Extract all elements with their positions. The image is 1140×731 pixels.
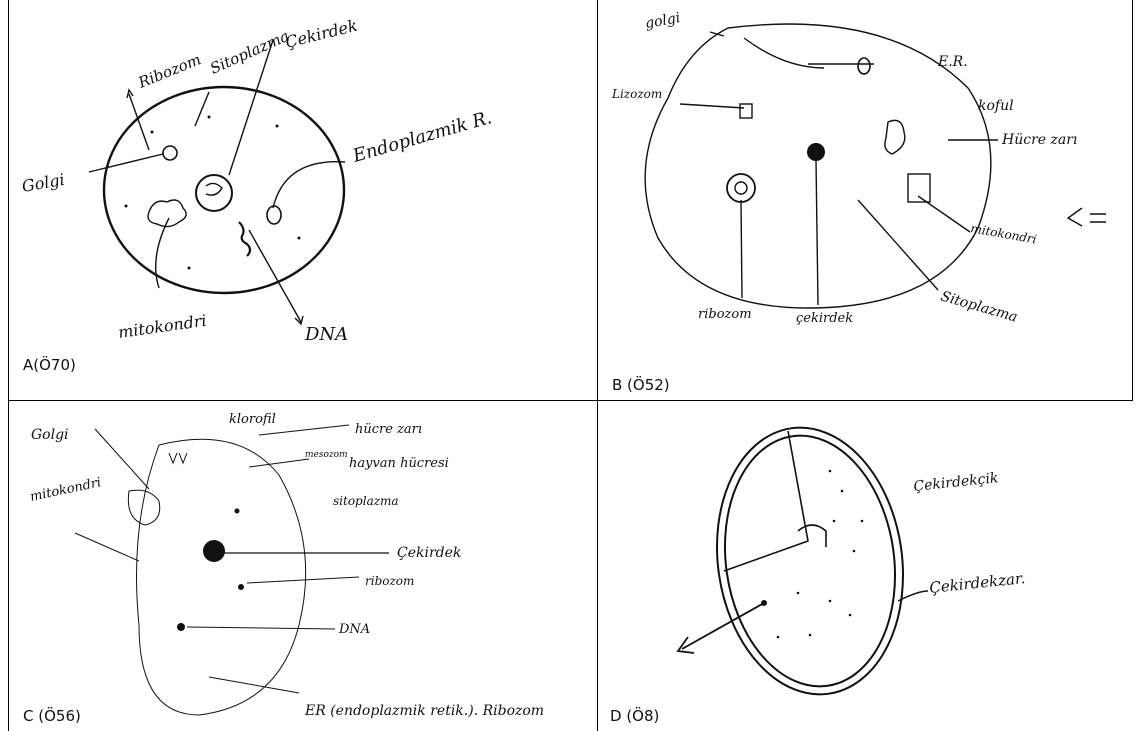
label-mitokondri: mitokondri: [969, 221, 1037, 246]
panel-d: Çekirdekçik Çekirdekzar. D (Ö8): [598, 401, 1132, 731]
dna-shape: [238, 221, 252, 257]
label-dna: DNA: [304, 324, 348, 345]
mitochondria-shape: [147, 199, 187, 228]
label-mesozom: mesozom: [305, 450, 348, 460]
label-ribozom: Ribozom: [135, 50, 204, 92]
panel-b-drawing: golgi E.R. Lizozom koful Hücre zarı mito…: [611, 10, 1106, 326]
label-hayvan-hucresi: hayvan hücresi: [349, 456, 449, 471]
nucleus: [203, 540, 225, 562]
panel-a: Ribozom Sitoplazma Çekirdek Endoplazmik …: [9, 0, 597, 400]
cell-membrane: [136, 438, 307, 716]
label-sitoplazma: Sitoplazma: [207, 27, 292, 78]
label-hucre-zari: Hücre zarı: [1001, 132, 1077, 148]
nucleolus: [797, 524, 827, 547]
nucleus: [195, 174, 233, 212]
label-er: ER (endoplazmik retik.). Ribozom: [304, 703, 544, 719]
grid-middle-divider: [597, 0, 598, 731]
panel-a-caption: A(Ö70): [23, 356, 76, 374]
label-cekirdekcik: Çekirdekçik: [913, 470, 999, 495]
cell-membrane: [102, 85, 346, 295]
label-mitokondri: mitokondri: [29, 475, 103, 505]
grid-middle-border: [8, 400, 1133, 401]
grid-left-border: [8, 0, 9, 731]
label-cekirdekzar: Çekirdekzar.: [929, 569, 1026, 597]
label-mitokondri: mitokondri: [117, 311, 208, 342]
label-cekirdek: Çekirdek: [397, 545, 461, 561]
label-kloroplast: klorofil: [229, 412, 276, 427]
label-golgi: Golgi: [31, 427, 69, 443]
grid-right-border: [1132, 0, 1133, 400]
label-sitoplazma: Sitoplazma: [939, 288, 1019, 325]
label-ribozom: ribozom: [365, 574, 414, 588]
panel-a-drawing: Ribozom Sitoplazma Çekirdek Endoplazmik …: [20, 16, 495, 345]
nucleus-outer-membrane: [716, 426, 904, 696]
label-dna: DNA: [338, 622, 370, 637]
nucleus: [807, 143, 825, 161]
label-ribozom: ribozom: [698, 307, 752, 322]
nucleus-inner-membrane: [723, 434, 897, 688]
label-hucre-zari: hücre zarı: [355, 422, 422, 437]
label-er: E.R.: [937, 54, 968, 70]
golgi-shape: [162, 145, 178, 161]
label-cekirdek: Çekirdek: [283, 16, 359, 52]
cell-membrane: [644, 23, 992, 309]
label-endoplazmik: Endoplazmik R.: [350, 107, 495, 167]
label-cekirdek: çekirdek: [796, 311, 853, 326]
panel-c-caption: C (Ö56): [23, 707, 81, 725]
drawings-grid: Ribozom Sitoplazma Çekirdek Endoplazmik …: [8, 0, 1133, 731]
panel-d-drawing: Çekirdekçik Çekirdekzar.: [676, 426, 1026, 696]
panel-b-caption: B (Ö52): [612, 376, 670, 394]
label-sitoplazma: sitoplazma: [333, 494, 399, 508]
label-golgi: Golgi: [20, 170, 66, 196]
panel-c: Golgi klorofil hücre zarı mesozom hayvan…: [9, 401, 597, 731]
label-golgi: golgi: [644, 10, 682, 32]
panel-b: golgi E.R. Lizozom koful Hücre zarı mito…: [598, 0, 1132, 400]
panel-c-drawing: Golgi klorofil hücre zarı mesozom hayvan…: [29, 412, 544, 719]
panel-d-caption: D (Ö8): [610, 707, 660, 725]
label-lizozom: Lizozom: [611, 87, 662, 101]
label-koful: koful: [978, 98, 1014, 114]
